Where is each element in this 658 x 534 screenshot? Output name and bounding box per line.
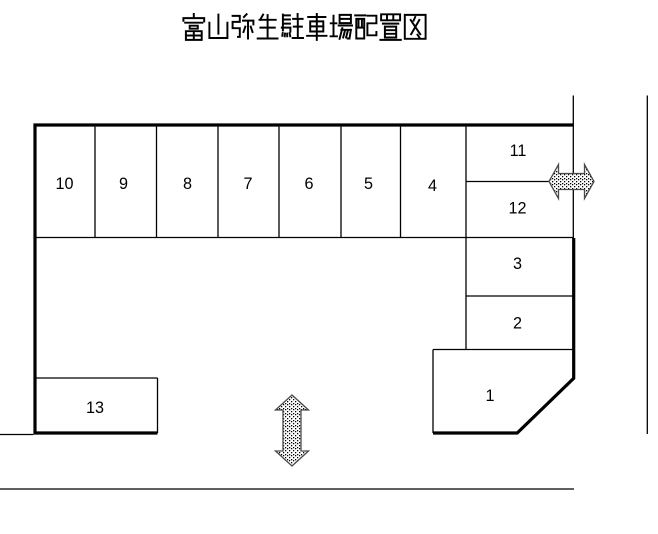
svg-text:12: 12 xyxy=(508,199,526,217)
svg-text:9: 9 xyxy=(119,175,128,193)
svg-text:13: 13 xyxy=(86,399,104,417)
svg-text:11: 11 xyxy=(510,142,527,160)
svg-text:8: 8 xyxy=(183,175,192,193)
svg-text:5: 5 xyxy=(364,175,373,193)
svg-text:6: 6 xyxy=(304,175,313,193)
svg-text:4: 4 xyxy=(428,177,437,195)
svg-text:2: 2 xyxy=(513,314,522,332)
svg-text:7: 7 xyxy=(243,175,252,193)
svg-text:3: 3 xyxy=(513,255,522,273)
svg-text:1: 1 xyxy=(485,387,494,405)
svg-text:10: 10 xyxy=(55,175,73,193)
